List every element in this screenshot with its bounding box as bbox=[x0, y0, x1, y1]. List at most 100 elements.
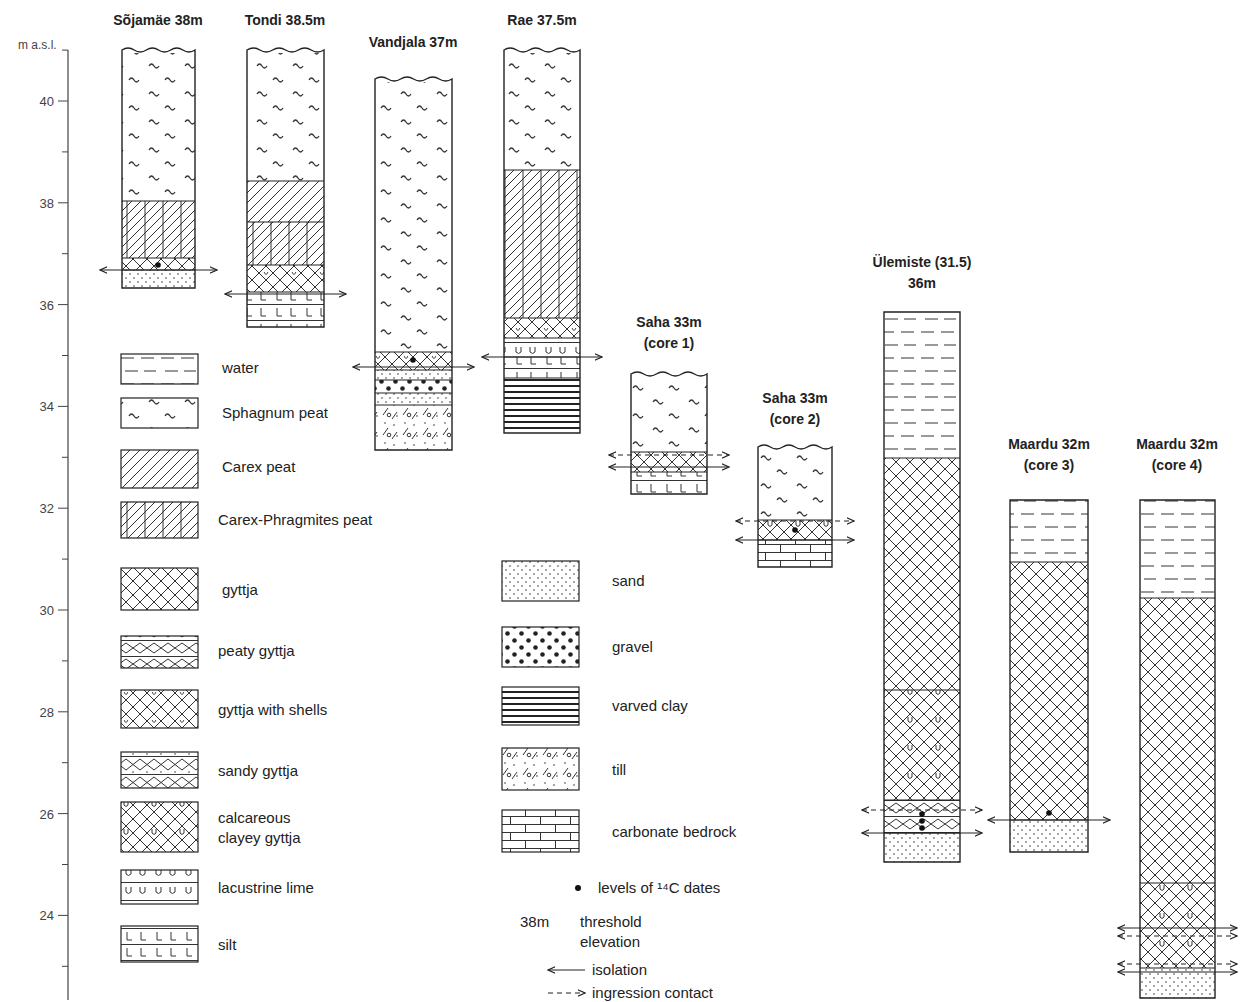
legend-ground bbox=[121, 354, 198, 384]
sediment-layer bbox=[1140, 598, 1215, 883]
sediment-layer bbox=[122, 270, 195, 288]
axis-tick bbox=[58, 813, 68, 814]
core-column bbox=[225, 48, 346, 327]
core-heading: Rae 37.5m bbox=[482, 10, 602, 31]
layer-boundary bbox=[122, 200, 195, 201]
core-heading: Tondi 38.5m bbox=[225, 10, 345, 31]
ingression-arrow bbox=[1118, 963, 1237, 964]
legend-pattern-sample bbox=[121, 398, 198, 428]
layer-boundary bbox=[1140, 882, 1215, 883]
legend-pattern-sample bbox=[121, 502, 198, 538]
layer-ground bbox=[504, 357, 580, 378]
legend-text: levels of ¹⁴C dates bbox=[598, 878, 720, 898]
layer-ground bbox=[247, 181, 324, 222]
sediment-layer bbox=[884, 800, 960, 833]
legend-text: varved clay bbox=[612, 696, 688, 716]
axis-tick bbox=[62, 966, 68, 967]
sediment-layer bbox=[758, 540, 832, 567]
sediment-layer bbox=[247, 53, 324, 181]
layer-boundary bbox=[1010, 561, 1088, 562]
layer-ground bbox=[1010, 500, 1088, 562]
sediment-layer bbox=[504, 53, 580, 170]
layer-ground bbox=[884, 690, 960, 800]
legend-arrow-sample bbox=[548, 992, 585, 993]
layer-boundary bbox=[631, 471, 707, 472]
layer-ground bbox=[122, 270, 195, 288]
ingression-arrow bbox=[862, 809, 982, 810]
core-column-box: Maardu 32m (core 4) bbox=[1122, 434, 1232, 998]
axis-tick bbox=[58, 915, 68, 916]
sediment-layer bbox=[504, 378, 580, 433]
layer-boundary bbox=[375, 369, 452, 370]
ingression-arrow bbox=[1118, 935, 1237, 936]
radiocarbon-dot bbox=[919, 818, 925, 824]
radiocarbon-dot bbox=[919, 811, 925, 817]
layer-ground bbox=[884, 312, 960, 458]
sediment-layer bbox=[504, 170, 580, 318]
layer-ground bbox=[504, 378, 580, 433]
legend-text: till bbox=[612, 760, 626, 780]
legend-ground bbox=[121, 802, 198, 852]
column-outline bbox=[122, 48, 195, 288]
legend-text: carbonate bedrock bbox=[612, 822, 736, 842]
sediment-layer bbox=[375, 393, 452, 405]
layer-boundary bbox=[247, 221, 324, 222]
core-column bbox=[736, 445, 854, 567]
layer-ground bbox=[122, 258, 195, 270]
core-column bbox=[482, 48, 602, 433]
axis-tick bbox=[62, 762, 68, 763]
layer-boundary bbox=[247, 264, 324, 265]
sediment-layer bbox=[884, 833, 960, 862]
axis-tick bbox=[62, 355, 68, 356]
axis-line bbox=[67, 50, 68, 1000]
axis-tick bbox=[62, 660, 68, 661]
sediment-layer bbox=[122, 258, 195, 270]
legend-text: Sphagnum peat bbox=[222, 403, 328, 423]
tick-label: 34 bbox=[40, 399, 54, 414]
layer-ground bbox=[122, 201, 195, 258]
core-column bbox=[862, 312, 982, 862]
legend-ground bbox=[121, 450, 198, 488]
legend-pattern-sample bbox=[502, 748, 579, 790]
legend-text: gyttja bbox=[222, 580, 258, 600]
core-column-box: Vandjala 37m bbox=[353, 32, 473, 450]
legend-samples bbox=[121, 354, 585, 993]
legend-pattern-sample bbox=[121, 870, 198, 904]
axis-tick bbox=[58, 304, 68, 305]
sediment-layer bbox=[504, 318, 580, 338]
legend-text: gyttja with shells bbox=[218, 700, 327, 720]
radiocarbon-dot bbox=[410, 357, 416, 363]
layer-ground bbox=[122, 53, 195, 201]
core-column-box: Ülemiste (31.5) 36m bbox=[867, 252, 977, 862]
sediment-layer bbox=[122, 201, 195, 258]
tick-label: 38 bbox=[40, 195, 54, 210]
core-heading: Maardu 32m (core 4) bbox=[1122, 434, 1232, 476]
core-column-box: Rae 37.5m bbox=[482, 10, 602, 433]
layer-ground bbox=[631, 377, 707, 452]
sediment-layer bbox=[122, 53, 195, 201]
isolation-arrow bbox=[609, 466, 729, 467]
legend-ground bbox=[121, 752, 198, 788]
sediment-layer bbox=[1010, 820, 1088, 852]
layer-boundary bbox=[375, 379, 452, 380]
legend-ground bbox=[121, 926, 198, 962]
legend-pattern-sample bbox=[121, 926, 198, 962]
layer-ground bbox=[504, 338, 580, 357]
legend-text: sandy gyttja bbox=[218, 761, 298, 781]
layer-boundary bbox=[247, 291, 324, 292]
layer-ground bbox=[504, 318, 580, 338]
legend-pattern-sample bbox=[121, 636, 198, 668]
legend-text: calcareous clayey gyttja bbox=[218, 808, 326, 848]
legend-text: gravel bbox=[612, 637, 653, 657]
layer-ground bbox=[247, 222, 324, 265]
axis-tick bbox=[58, 711, 68, 712]
ingression-arrow bbox=[736, 520, 854, 521]
layer-boundary bbox=[1140, 967, 1215, 968]
legend-ground bbox=[121, 568, 198, 610]
isolation-arrow bbox=[225, 293, 346, 294]
layer-ground bbox=[375, 82, 452, 352]
core-heading: Saha 33m (core 1) bbox=[619, 312, 719, 354]
column-outline bbox=[1010, 500, 1088, 852]
layer-boundary bbox=[122, 257, 195, 258]
